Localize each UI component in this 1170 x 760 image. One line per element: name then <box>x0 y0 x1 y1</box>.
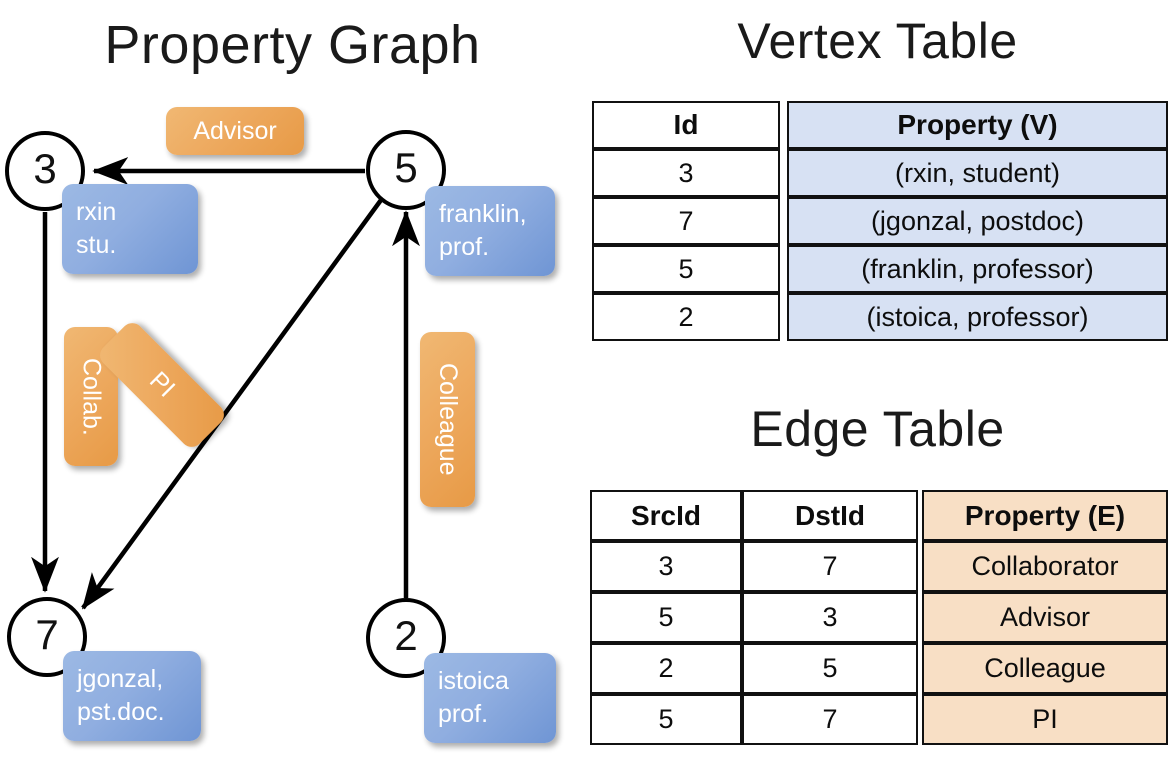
vertex-callout-5[interactable]: franklin, prof. <box>425 186 555 276</box>
vertex-callout-3[interactable]: rxin stu. <box>62 184 198 274</box>
vertex-cell-id: 7 <box>592 197 780 245</box>
vertex-callout-5-line2: prof. <box>439 233 490 261</box>
vertex-callout-2-line2: prof. <box>438 700 489 728</box>
vertex-cell-property: (franklin, professor) <box>787 245 1168 293</box>
column-gap <box>918 592 922 643</box>
vertex-callout-3-line1: rxin <box>76 198 117 226</box>
edge-cell-dstid: 3 <box>742 592 918 643</box>
column-gap <box>918 694 922 745</box>
table-row: 7 (jgonzal, postdoc) <box>592 197 1168 245</box>
vertex-cell-property: (rxin, student) <box>787 149 1168 197</box>
edge-header-dstid: DstId <box>742 490 918 541</box>
edge-header-property: Property (E) <box>922 490 1168 541</box>
table-row: 5 (franklin, professor) <box>592 245 1168 293</box>
edge-callout-advisor[interactable]: Advisor <box>166 107 304 155</box>
graph-node-7-label: 7 <box>35 611 59 658</box>
vertex-cell-id: 5 <box>592 245 780 293</box>
table-header-row: Id Property (V) <box>592 101 1168 149</box>
column-gap <box>780 197 787 245</box>
edge-callout-collab-text: Collab. <box>77 357 106 436</box>
column-gap <box>918 643 922 694</box>
vertex-header-id: Id <box>592 101 780 149</box>
table-row: 5 3 Advisor <box>590 592 1168 643</box>
property-graph-diagram: 3 5 7 2 rxin stu. franklin, prof. jgonza… <box>5 107 556 743</box>
graph-edge-arrows <box>31 157 420 610</box>
edge-cell-srcid: 5 <box>590 694 742 745</box>
table-row: 2 5 Colleague <box>590 643 1168 694</box>
page-title-edge-table: Edge Table <box>750 401 1005 457</box>
edge-callout-advisor-text: Advisor <box>193 116 277 145</box>
vertex-header-property: Property (V) <box>787 101 1168 149</box>
table-row: 2 (istoica, professor) <box>592 293 1168 341</box>
edge-cell-srcid: 5 <box>590 592 742 643</box>
edge-cell-dstid: 7 <box>742 541 918 592</box>
edge-cell-property: Colleague <box>922 643 1168 694</box>
edge-5-to-7 <box>81 198 383 610</box>
edge-cell-srcid: 3 <box>590 541 742 592</box>
vertex-callout-7-line1: jgonzal, <box>77 665 164 693</box>
vertex-cell-id: 3 <box>592 149 780 197</box>
table-header-row: SrcId DstId Property (E) <box>590 490 1168 541</box>
graph-node-5-label: 5 <box>394 144 418 191</box>
edge-callout-pi-text: PI <box>144 366 181 403</box>
vertex-callout-5-line1: franklin, <box>439 200 527 228</box>
graph-node-2-label: 2 <box>394 612 418 659</box>
vertex-cell-property: (istoica, professor) <box>787 293 1168 341</box>
column-gap <box>918 541 922 592</box>
vertex-callout-2-line1: istoica <box>438 667 509 695</box>
edge-cell-srcid: 2 <box>590 643 742 694</box>
vertex-cell-id: 2 <box>592 293 780 341</box>
edge-table: SrcId DstId Property (E) 3 7 Collaborato… <box>590 490 1168 745</box>
column-gap <box>780 149 787 197</box>
graph-node-2[interactable]: 2 <box>366 598 446 678</box>
vertex-callout-3-line2: stu. <box>76 231 117 259</box>
edge-cell-dstid: 7 <box>742 694 918 745</box>
vertex-callout-7[interactable]: jgonzal, pst.doc. <box>63 651 201 741</box>
edge-cell-dstid: 5 <box>742 643 918 694</box>
table-row: 3 (rxin, student) <box>592 149 1168 197</box>
vertex-cell-property: (jgonzal, postdoc) <box>787 197 1168 245</box>
page-title-property-graph: Property Graph <box>104 15 481 75</box>
graph-node-5[interactable]: 5 <box>366 130 446 210</box>
graph-node-3-label: 3 <box>33 145 57 192</box>
table-row: 3 7 Collaborator <box>590 541 1168 592</box>
column-gap <box>780 245 787 293</box>
column-gap <box>780 101 787 149</box>
vertex-callout-2[interactable]: istoica prof. <box>424 653 556 743</box>
column-gap <box>918 490 922 541</box>
edge-header-srcid: SrcId <box>590 490 742 541</box>
edge-cell-property: Advisor <box>922 592 1168 643</box>
edge-cell-property: PI <box>922 694 1168 745</box>
page-title-vertex-table: Vertex Table <box>737 13 1018 69</box>
table-row: 5 7 PI <box>590 694 1168 745</box>
vertex-callout-7-line2: pst.doc. <box>77 698 165 726</box>
column-gap <box>780 293 787 341</box>
edge-cell-property: Collaborator <box>922 541 1168 592</box>
edge-callout-colleague-text: Colleague <box>434 363 462 476</box>
edge-callout-colleague[interactable]: Colleague <box>420 332 475 507</box>
vertex-table: Id Property (V) 3 (rxin, student) 7 (jgo… <box>592 101 1168 341</box>
